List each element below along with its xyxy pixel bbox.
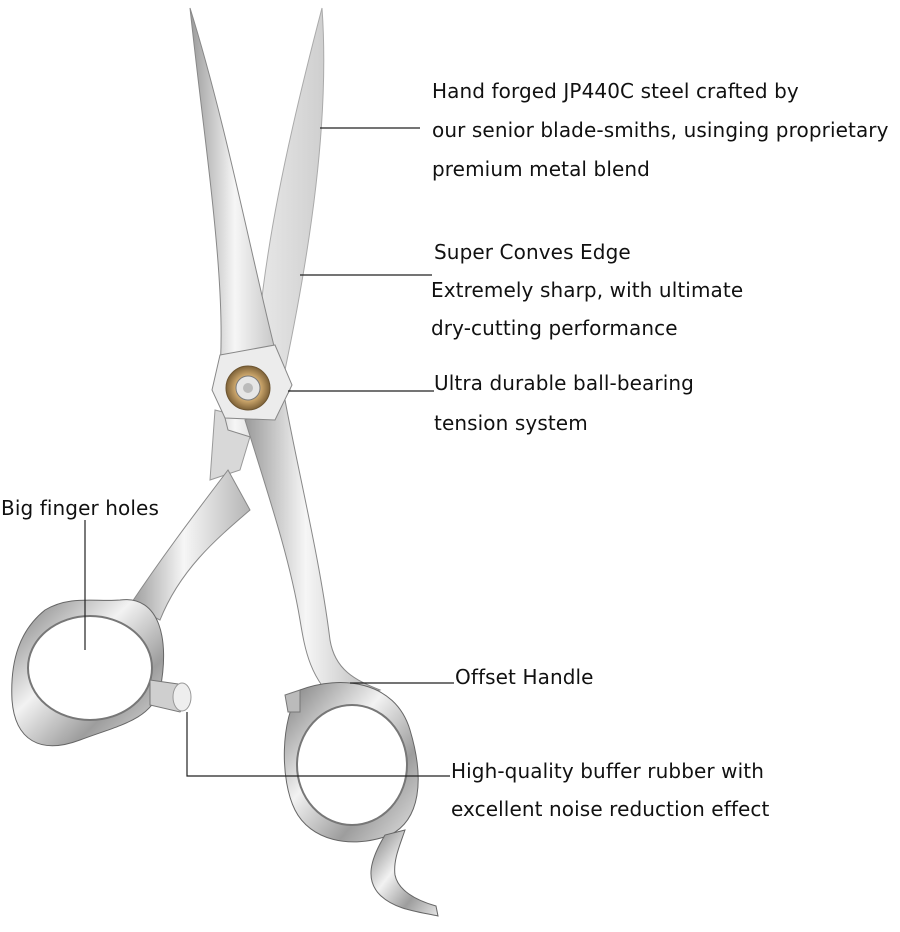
leader-lines	[84, 127, 454, 777]
bearing-callout-line-2: tension system	[434, 411, 588, 435]
edge-callout-line-1: Super Conves Edge	[434, 240, 631, 264]
steel-callout-line-3: premium metal blend	[432, 157, 650, 181]
steel-callout-line-1: Hand forged JP440C steel crafted by	[432, 79, 799, 103]
edge-callout-line-2: Extremely sharp, with ultimate	[431, 278, 744, 302]
front-blade	[189, 7, 291, 441]
finger-rest-tang	[370, 829, 439, 917]
tension-screw-icon	[225, 365, 271, 411]
rubber-callout-line-2: excellent noise reduction effect	[451, 797, 770, 821]
steel-callout-line-2: our senior blade-smiths, usinging propri…	[432, 118, 889, 142]
edge-callout-line-3: dry-cutting performance	[431, 316, 678, 340]
rubber-callout-line-1: High-quality buffer rubber with	[451, 759, 765, 783]
bearing-callout-line-1: Ultra durable ball-bearing	[434, 371, 694, 395]
handle-callout: Offset Handle	[455, 665, 594, 689]
left-shank	[129, 469, 251, 621]
right-shank	[244, 399, 382, 706]
holes-callout: Big finger holes	[1, 496, 159, 520]
